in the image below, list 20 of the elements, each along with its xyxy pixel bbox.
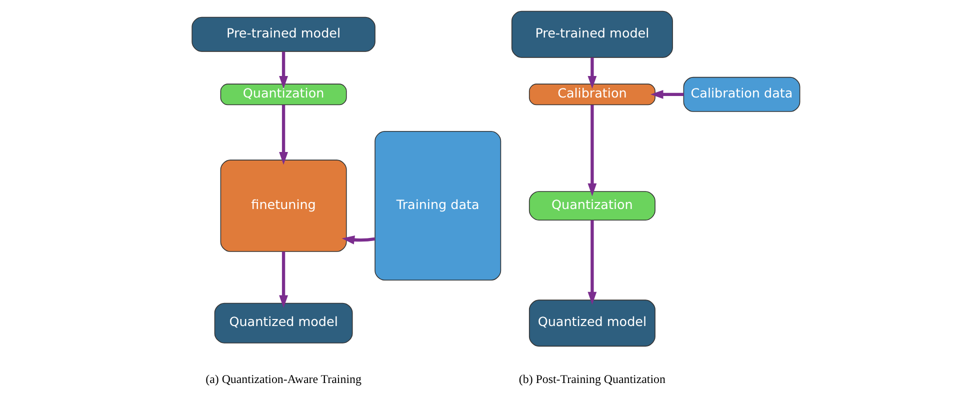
- node-box: Calibration: [528, 84, 655, 106]
- label: (a) Quantization-Aware Training: [205, 372, 361, 386]
- node-box: Quantization: [220, 84, 346, 106]
- arrow: [278, 104, 288, 165]
- node-box: Training data: [374, 131, 501, 281]
- arrow: [587, 220, 596, 305]
- arrow: [341, 236, 374, 244]
- arrow: [587, 58, 596, 89]
- label: (b) Post-Training Quantization: [518, 372, 665, 386]
- node-box: Quantized model: [214, 302, 352, 344]
- node-box: Quantization: [528, 191, 655, 220]
- arrow: [278, 252, 288, 308]
- arrow: [650, 90, 684, 99]
- arrow: [587, 104, 596, 196]
- node-box: Calibration data: [682, 76, 800, 112]
- node-box: Pre-trained model: [191, 16, 375, 52]
- arrow: [278, 52, 288, 89]
- node-box: Pre-trained model: [510, 10, 672, 58]
- node-box: finetuning: [220, 160, 346, 252]
- node-box: Quantized model: [528, 300, 655, 347]
